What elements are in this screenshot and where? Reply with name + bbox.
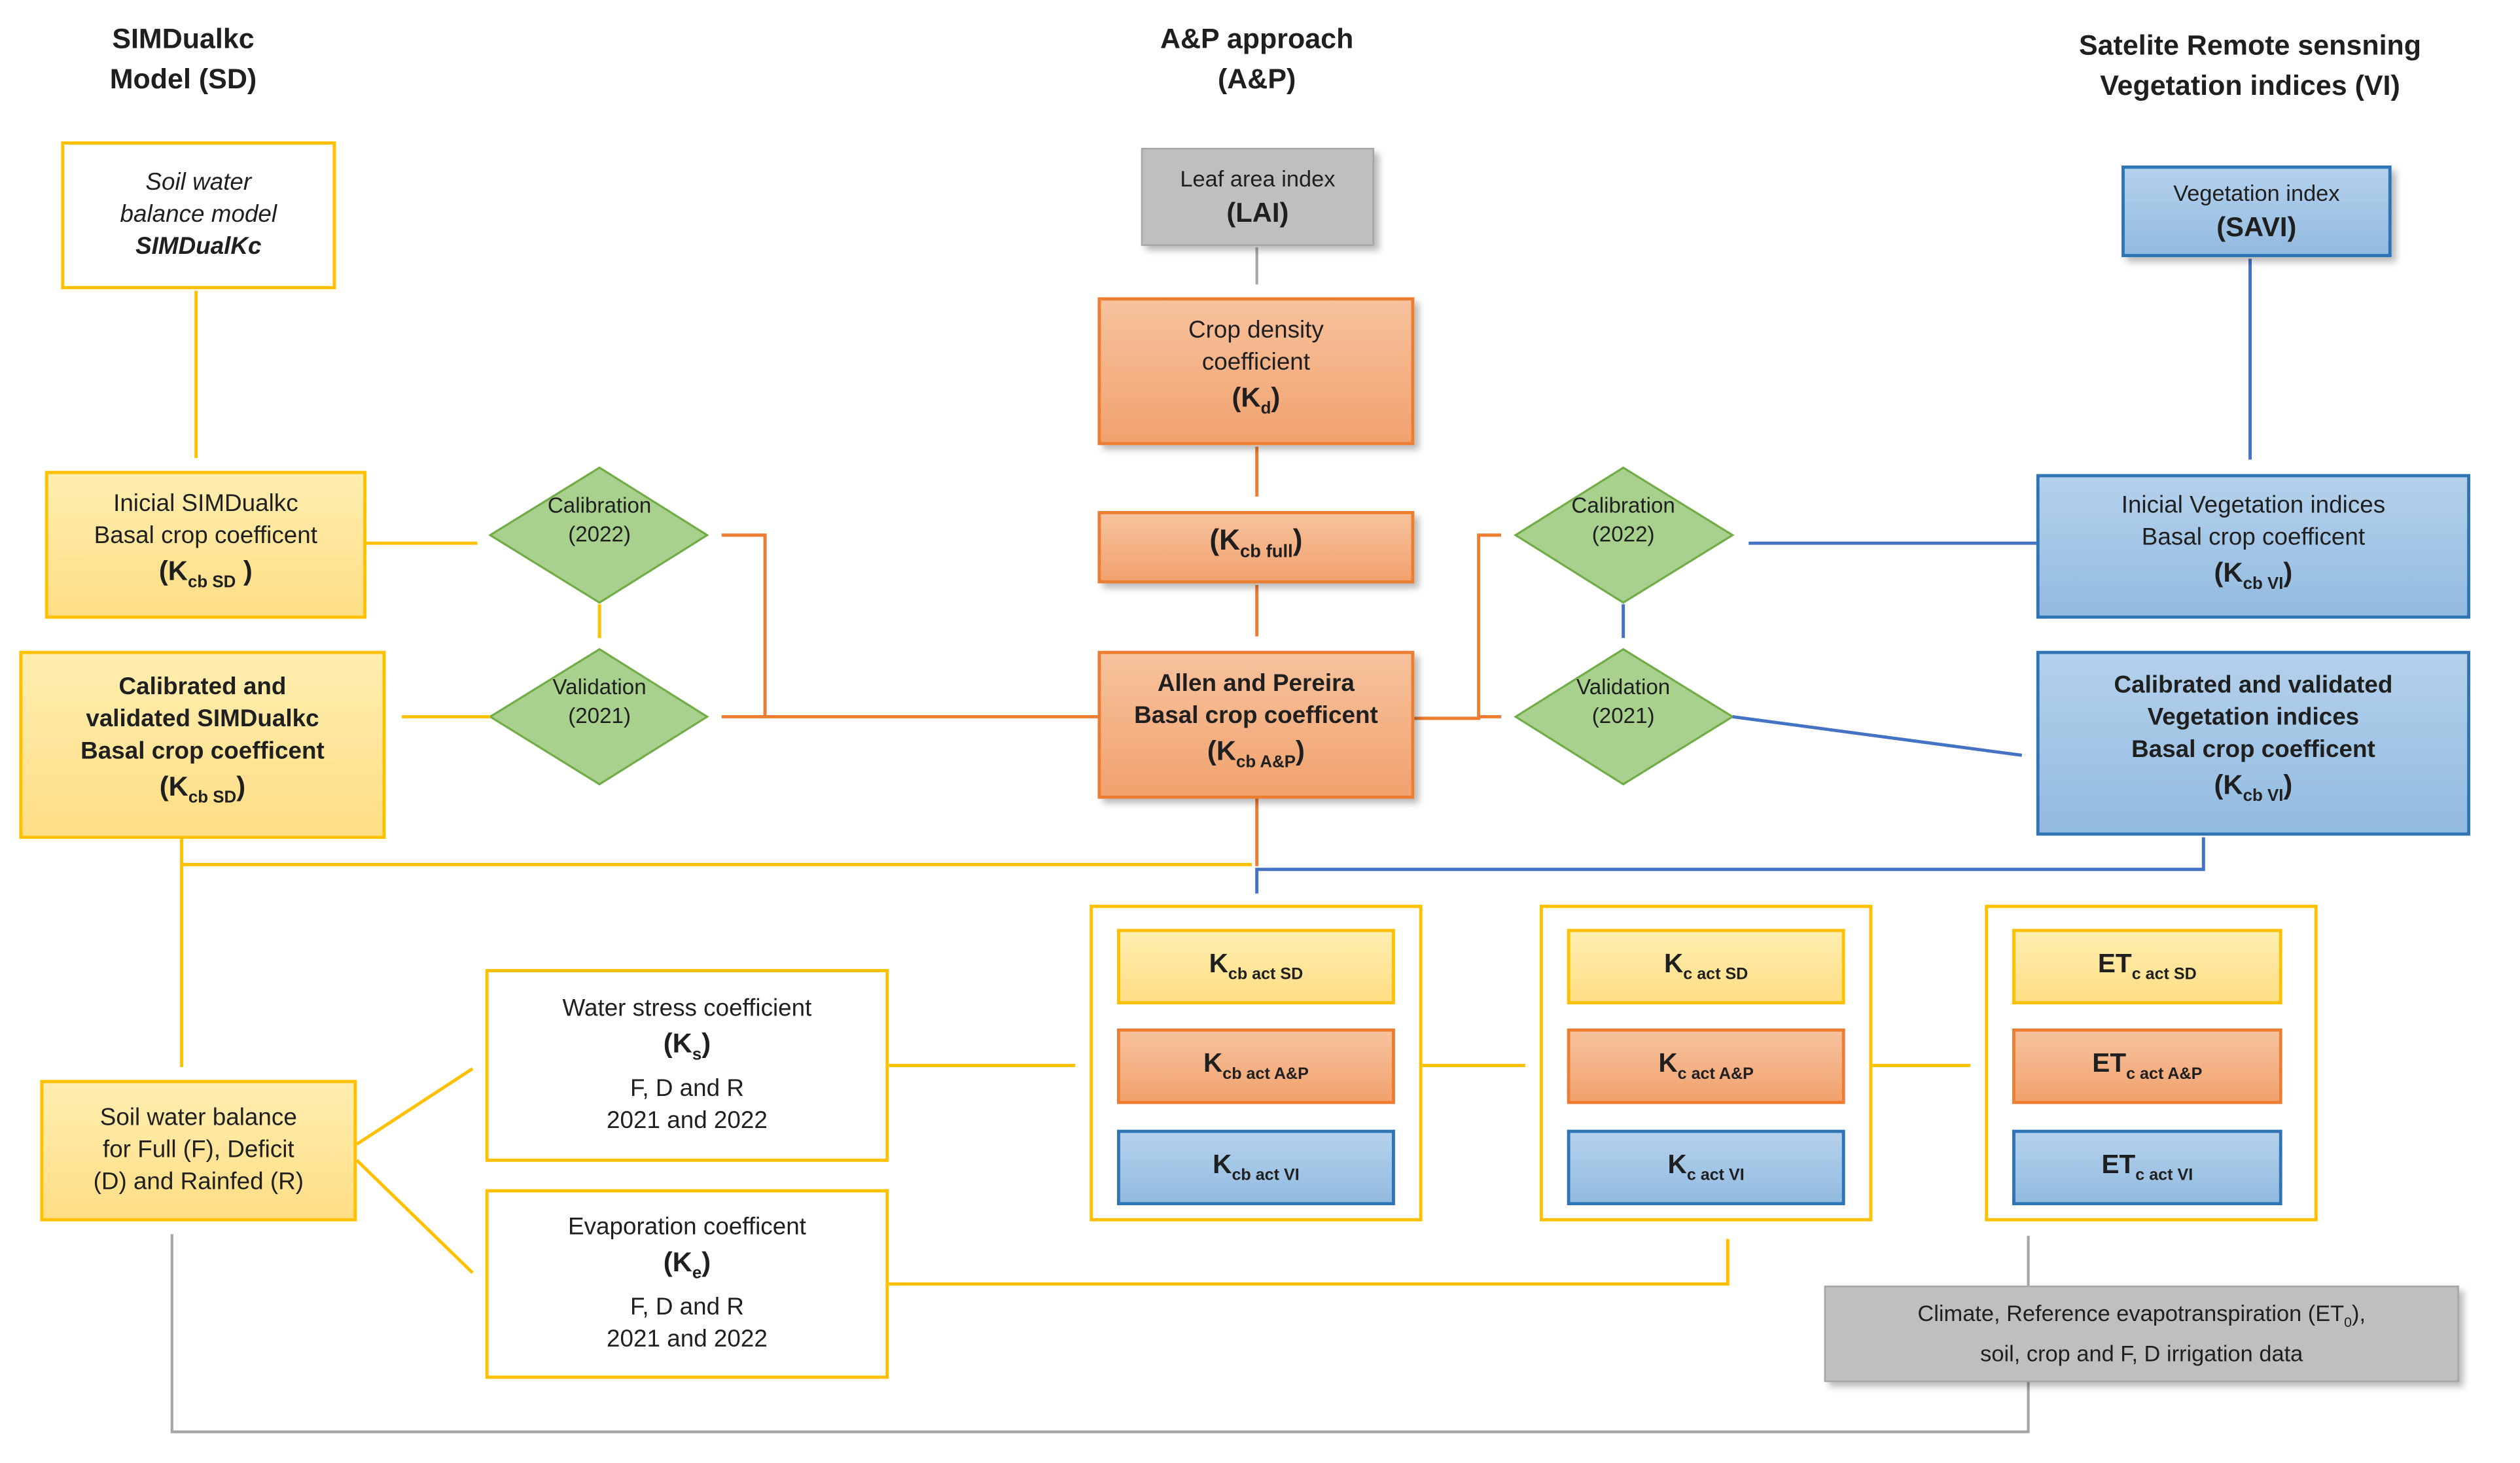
formula-etc-act-sd: ETc act SD (2097, 949, 2197, 984)
node-crop-density-coefficient: Crop density coefficient (Kd) (1097, 297, 1415, 446)
formula-kd: (Kd) (1232, 382, 1281, 419)
node-line: validated SIMDualkc (86, 705, 319, 733)
formula-kcb-act-ap: Kcb act A&P (1203, 1049, 1309, 1084)
node-kc-act-sd: Kc act SD (1567, 928, 1845, 1005)
node-line: Calibrated and validated (2114, 672, 2393, 700)
formula-ke: (Ke) (663, 1246, 711, 1283)
header-line: SIMDualkc (112, 22, 255, 55)
node-soil-water-balance-model: Soil water balance model SIMDualKc (61, 141, 336, 290)
arrow-allen-to-calright (1414, 533, 1501, 720)
node-line: Basal crop coefficent (2141, 523, 2366, 551)
node-line: (D) and Rainfed (R) (93, 1168, 304, 1196)
node-line: Evaporation coefficent (568, 1212, 806, 1241)
formula-kcb-sd: (Kcb SD ) (158, 555, 253, 592)
header-remote-sensing: Satelite Remote sensning Vegetation indi… (2001, 26, 2499, 106)
formula-kcb-vi: (Kcb VI) (2214, 770, 2293, 807)
header-ap-approach: A&P approach (A&P) (1061, 19, 1453, 99)
diamond-calibration-right (1514, 466, 1735, 604)
formula-kcb-act-vi: Kcb act VI (1213, 1150, 1300, 1185)
node-line: F, D and R (630, 1294, 745, 1322)
label-calibration-left: Calibration(2022) (547, 493, 652, 547)
node-allen-pereira-kcb: Allen and Pereira Basal crop coefficent … (1097, 650, 1415, 799)
formula-lai: (LAI) (1226, 196, 1289, 228)
node-inicial-vi-kcb: Inicial Vegetation indices Basal crop co… (2036, 474, 2471, 619)
node-calibrated-vi-kcb: Calibrated and validated Vegetation indi… (2036, 650, 2471, 836)
node-line: Soil water balance (99, 1104, 297, 1132)
node-line: Inicial Vegetation indices (2121, 491, 2386, 519)
node-calibrated-sd-kcb: Calibrated and validated SIMDualkc Basal… (19, 650, 386, 839)
node-kc-act-ap: Kc act A&P (1567, 1028, 1845, 1104)
arrow-calibratedvi-to-kcbact (1255, 837, 2205, 894)
node-kcb-full: (Kcb full) (1097, 511, 1415, 584)
formula-kcb-act-sd: Kcb act SD (1209, 949, 1304, 984)
node-vegetation-index-savi: Vegetation index (SAVI) (2121, 165, 2392, 257)
arrow-swb-to-ks (355, 1067, 474, 1146)
node-kcb-act-vi: Kcb act VI (1116, 1129, 1395, 1206)
diamond-validation-left (488, 648, 709, 786)
formula-savi: (SAVI) (2216, 211, 2297, 242)
node-line: Water stress coefficient (562, 994, 812, 1022)
arrow-valright-to-calibratedvi (1732, 714, 2023, 757)
node-line: Vegetation indices (2147, 704, 2360, 732)
node-line: coefficient (1201, 348, 1311, 376)
node-line: Leaf area index (1180, 164, 1336, 191)
header-line: (A&P) (1217, 62, 1296, 95)
header-line: Vegetation indices (VI) (2100, 69, 2400, 101)
node-line: Vegetation index (2173, 179, 2340, 205)
arrow-allen-to-calleft (721, 533, 1098, 718)
node-line: F, D and R (630, 1075, 745, 1103)
node-soil-water-balance-fdr: Soil water balance for Full (F), Deficit… (40, 1080, 357, 1222)
formula-etc-act-ap: ETc act A&P (2092, 1049, 2203, 1084)
formula-ks: (Ks) (663, 1028, 711, 1065)
node-line: Calibrated and (118, 673, 287, 701)
node-kcb-act-sd: Kcb act SD (1116, 928, 1395, 1005)
node-line: balance model (120, 201, 277, 228)
node-climate-input-data: Climate, Reference evapotranspiration (E… (1824, 1285, 2459, 1383)
node-line: SIMDualKc (135, 233, 262, 260)
node-kcb-act-ap: Kcb act A&P (1116, 1028, 1395, 1104)
node-etc-act-ap: ETc act A&P (2012, 1028, 2282, 1104)
formula-kcb-sd: (Kcb SD) (159, 771, 246, 808)
node-line: Soil water (145, 168, 252, 196)
node-line: for Full (F), Deficit (102, 1136, 294, 1164)
node-line: Basal crop coefficent (94, 521, 318, 550)
formula-kcb-vi: (Kcb VI) (2214, 557, 2293, 593)
formula-kc-act-sd: Kc act SD (1663, 949, 1748, 984)
arrow-ke-to-kcact (889, 1239, 1730, 1286)
node-line: Allen and Pereira (1157, 669, 1355, 697)
node-leaf-area-index: Leaf area index (LAI) (1141, 147, 1374, 246)
node-line: soil, crop and F, D irrigation data (1980, 1340, 2303, 1366)
node-etc-act-sd: ETc act SD (2012, 928, 2282, 1005)
header-line: Model (SD) (109, 62, 257, 95)
header-line: A&P approach (1160, 22, 1354, 55)
formula-etc-act-vi: ETc act VI (2101, 1150, 2193, 1185)
formula-kcb-ap: (Kcb A&P) (1207, 735, 1305, 772)
node-line: Basal crop coefficent (80, 738, 325, 766)
node-line: 2021 and 2022 (607, 1107, 768, 1135)
formula-kc-act-ap: Kc act A&P (1658, 1049, 1754, 1084)
node-line: 2021 and 2022 (607, 1326, 768, 1354)
arrow-climate-loop-to-swb (170, 1234, 2030, 1434)
header-line: Satelite Remote sensning (2078, 29, 2422, 62)
node-kc-act-vi: Kc act VI (1567, 1129, 1845, 1206)
header-simdualkc-model: SIMDualkc Model (SD) (31, 19, 336, 99)
label-validation-right: Validation(2021) (1576, 675, 1671, 728)
node-line: Climate, Reference evapotranspiration (E… (1917, 1300, 2366, 1331)
node-line: Basal crop coefficent (1134, 701, 1378, 730)
node-line: Crop density (1188, 316, 1324, 344)
arrow-swb-to-ke (355, 1159, 474, 1274)
diamond-calibration-left (488, 466, 709, 604)
node-etc-act-vi: ETc act VI (2012, 1129, 2282, 1206)
node-inicial-sd-kcb: Inicial SIMDualkc Basal crop coefficent … (44, 470, 366, 619)
formula-kcb-full: (Kcb full) (1209, 524, 1303, 563)
node-evaporation-coefficient: Evaporation coefficent (Ke) F, D and R 2… (485, 1189, 889, 1379)
node-water-stress-coefficient: Water stress coefficient (Ks) F, D and R… (485, 969, 889, 1162)
node-line: Inicial SIMDualkc (113, 489, 298, 518)
node-line: Basal crop coefficent (2131, 736, 2375, 764)
label-validation-left: Validation(2021) (552, 675, 647, 728)
formula-kc-act-vi: Kc act VI (1667, 1150, 1745, 1185)
label-calibration-right: Calibration(2022) (1571, 493, 1675, 547)
